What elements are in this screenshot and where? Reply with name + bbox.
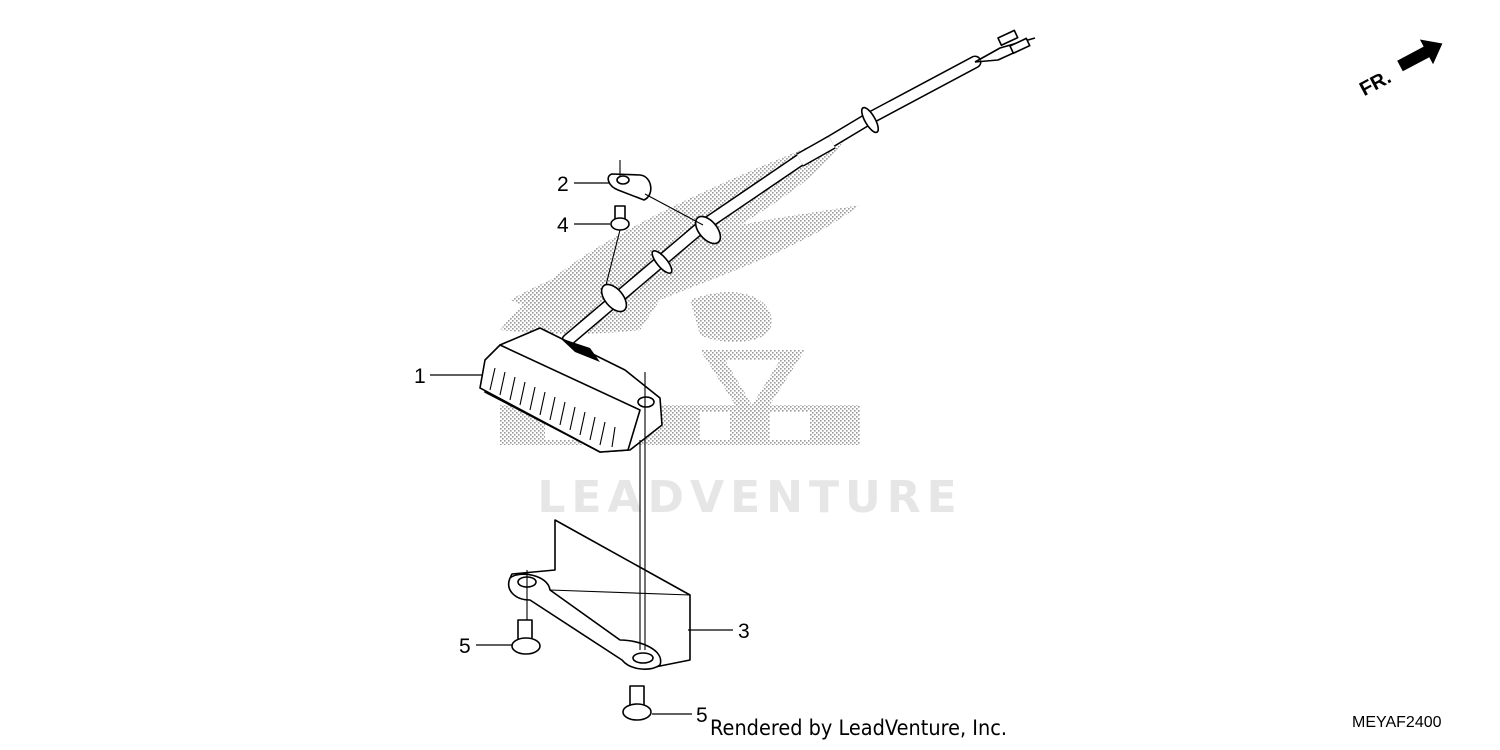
assembly-guide-lines — [526, 193, 704, 650]
render-credit: Rendered by LeadVenture, Inc. — [710, 716, 1007, 740]
callout-number: 1 — [414, 365, 426, 388]
screw-part — [610, 205, 630, 231]
front-direction-indicator: FR. — [1356, 39, 1443, 101]
callout-number: 2 — [557, 173, 569, 196]
diagram-code: MEYAF2400 — [1352, 714, 1442, 731]
callout-number: 3 — [738, 620, 750, 643]
cable-clamp-part — [607, 160, 652, 201]
callout-2: 2 — [557, 173, 610, 196]
callout-number: 4 — [557, 214, 569, 237]
direction-label: FR. — [1356, 66, 1395, 101]
callout-1: 1 — [414, 365, 482, 388]
taillight-part — [479, 327, 663, 453]
cable-harness — [561, 29, 1036, 347]
callout-4: 4 — [557, 214, 610, 237]
watermark-brand-text: LEADVENTURE — [537, 472, 962, 523]
bolt-part-left — [511, 619, 541, 655]
callout-number: 5 — [459, 635, 471, 658]
bolt-part-bottom — [622, 685, 652, 721]
callout-5-left: 5 — [459, 635, 512, 658]
callout-number: 5 — [696, 704, 708, 727]
callout-3: 3 — [688, 620, 750, 643]
front-arrow-icon — [1397, 39, 1443, 72]
callout-5-bottom: 5 — [652, 704, 708, 727]
